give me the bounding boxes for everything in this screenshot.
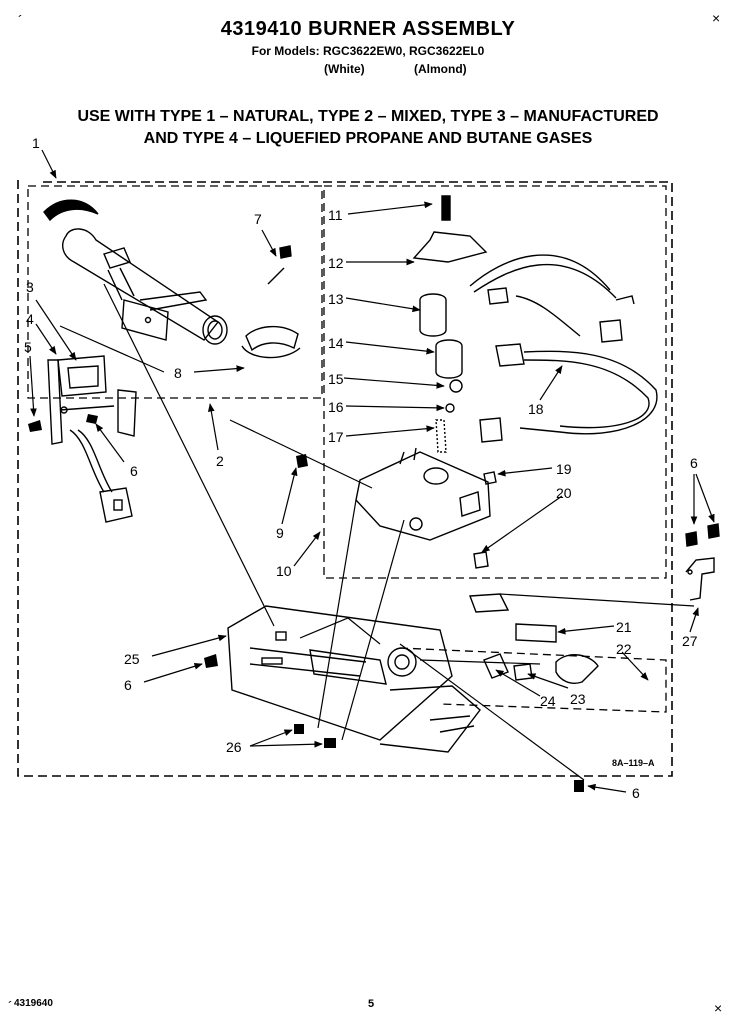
callout-arrow-10 [293, 531, 321, 567]
callout-arrow-1 [41, 149, 57, 179]
callout-arrow-2 [207, 403, 219, 451]
callout-24: 24 [540, 693, 556, 709]
callout-6a: 6 [130, 463, 138, 479]
callout-arrow-7 [261, 229, 277, 257]
callout-6d: 6 [632, 785, 640, 801]
burner-tube [43, 199, 228, 345]
callout-arrow-16 [345, 404, 445, 412]
assembly-leader-lines [59, 283, 695, 781]
callout-arrow-17 [345, 425, 435, 437]
corner-mark-top-right: × [712, 10, 721, 26]
wire-harness [469, 254, 658, 443]
page-title: 4319410 BURNER ASSEMBLY [220, 18, 516, 40]
callout-arrow-8 [193, 365, 245, 373]
callout-6c: 6 [124, 677, 132, 693]
callout-2: 2 [216, 453, 224, 469]
callout-arrow-18 [539, 365, 563, 401]
bracket-27 [685, 523, 720, 601]
callout-arrow-6a [95, 423, 125, 463]
callout-11: 11 [328, 207, 343, 223]
callout-arrow-11 [347, 201, 433, 215]
callout-27: 27 [682, 633, 698, 649]
callout-arrow-6d [143, 663, 203, 683]
callout-arrow-22 [621, 651, 649, 681]
assembly-outer-frame [17, 180, 673, 777]
igniter-screw [28, 414, 98, 432]
gas-valve [355, 195, 497, 569]
callout-arrow-26a [249, 729, 293, 747]
callout-16: 16 [328, 399, 344, 415]
orifice-subgroup-outline [399, 647, 667, 713]
orifice-parts [469, 593, 599, 684]
callout-19: 19 [556, 461, 572, 477]
callout-13: 13 [328, 291, 344, 307]
gas-note-line-1: USE WITH TYPE 1 – NATURAL, TYPE 2 – MIXE… [77, 108, 659, 125]
callout-1: 1 [32, 135, 40, 151]
callout-arrow-26b [249, 740, 323, 748]
callout-20: 20 [556, 485, 572, 501]
burner-base [227, 605, 481, 753]
callout-7: 7 [254, 211, 262, 227]
callout-arrow-4 [35, 323, 57, 355]
callout-arrow-6c [695, 473, 715, 523]
callout-26: 26 [226, 739, 242, 755]
callout-17: 17 [328, 429, 344, 445]
callout-arrow-23 [527, 673, 569, 689]
callout-8: 8 [174, 365, 182, 381]
gas-note-line-2: AND TYPE 4 – LIQUEFIED PROPANE AND BUTAN… [143, 130, 593, 147]
callout-arrow-27 [689, 607, 699, 633]
callout-arrow-25 [151, 634, 227, 657]
callout-3: 3 [26, 279, 34, 295]
loose-screws [204, 454, 584, 792]
callout-arrow-5 [29, 355, 37, 417]
diagram-code: 8A–119–A [612, 758, 655, 768]
callout-arrow-14 [345, 341, 435, 355]
callout-14: 14 [328, 335, 344, 351]
callout-15: 15 [328, 371, 344, 387]
callout-9: 9 [276, 525, 284, 541]
callout-arrow-20 [481, 495, 563, 553]
screw-7 [267, 245, 292, 285]
callout-arrow-19 [497, 467, 553, 477]
callout-arrow-6e [587, 783, 627, 793]
callout-arrow-9 [281, 467, 298, 525]
valve-box [323, 185, 667, 579]
callout-12: 12 [328, 255, 344, 271]
corner-mark-bottom-right: × [714, 1000, 723, 1016]
callout-arrow-15 [343, 377, 445, 389]
corner-mark-bottom-left: ´ [8, 998, 13, 1014]
color-white-label: (White) [324, 62, 365, 76]
callout-10: 10 [276, 563, 292, 579]
footer-page-number: 5 [368, 998, 375, 1010]
callout-arrow-3 [35, 299, 77, 361]
callout-5: 5 [24, 339, 32, 355]
footer-doc-number: 4319640 [14, 998, 53, 1009]
callout-arrow-13 [345, 297, 421, 313]
callout-6b: 6 [690, 455, 698, 471]
corner-mark-top-left: ´ [18, 12, 23, 28]
callout-21: 21 [616, 619, 632, 635]
color-almond-label: (Almond) [414, 62, 467, 76]
callout-25: 25 [124, 651, 140, 667]
igniter-bracket [47, 355, 137, 523]
callout-22: 22 [616, 641, 632, 657]
flame-shield [241, 326, 301, 359]
callout-18: 18 [528, 401, 544, 417]
callout-arrow-21 [557, 625, 615, 635]
callout-23: 23 [570, 691, 586, 707]
callout-4: 4 [26, 311, 34, 327]
callout-arrow-24 [495, 669, 541, 697]
igniter-box [27, 185, 323, 399]
model-numbers: For Models: RGC3622EW0, RGC3622EL0 [251, 44, 485, 58]
